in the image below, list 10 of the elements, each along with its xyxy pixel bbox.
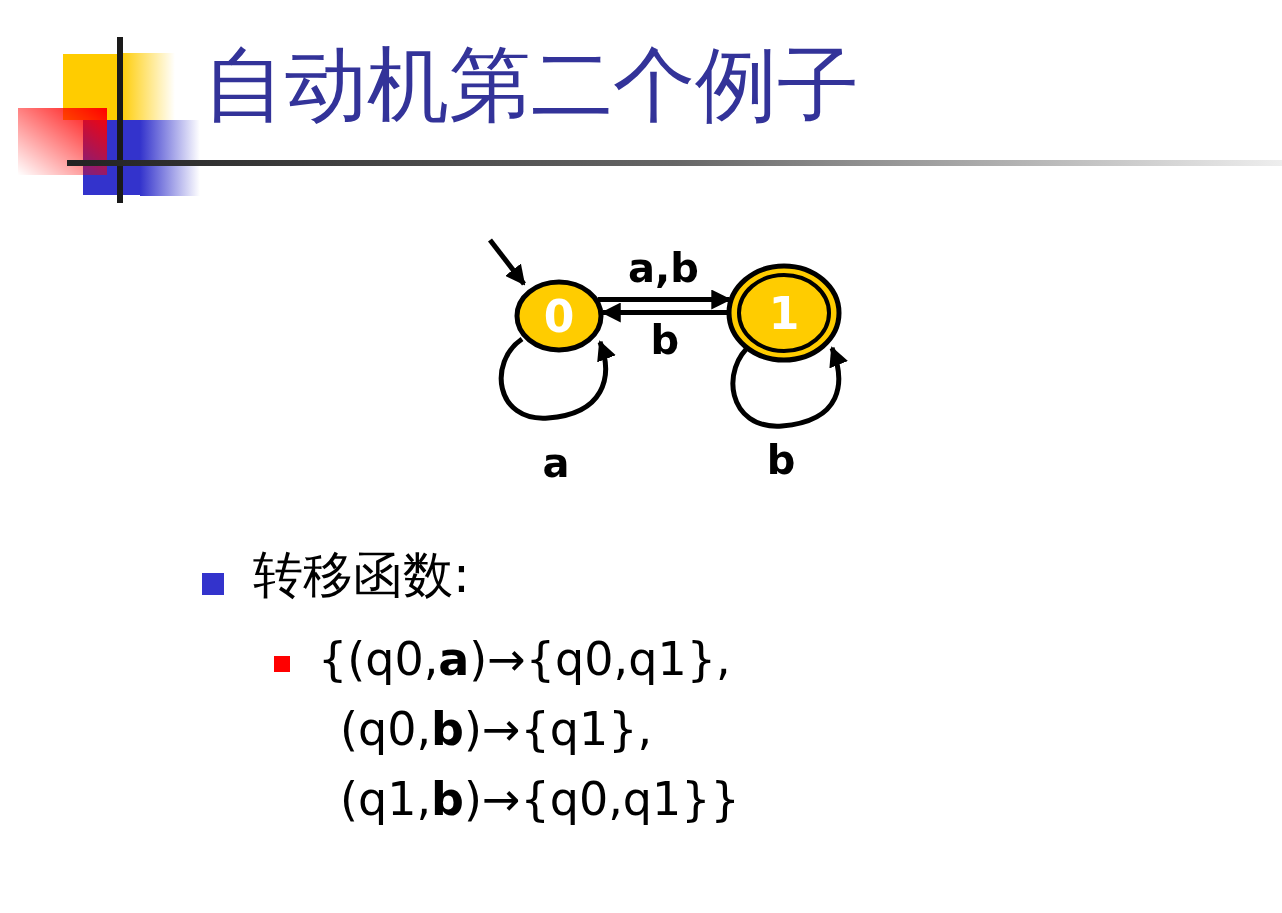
arrow [488,238,526,286]
state-circle: 0 [514,279,604,353]
formula-line: (q1,b)→{q0,q1}} [340,772,740,828]
formula-line: {(q0,a)→{q0,q1}, [318,632,731,688]
bullet-text: 转移函数: [253,545,470,605]
arrow [597,289,732,310]
formula-line: (q0,b)→{q1}, [340,702,653,758]
arrow [498,337,616,421]
accepting-state-circle: 1 [726,263,842,363]
slide-title: 自动机第二个例子 [203,38,859,133]
